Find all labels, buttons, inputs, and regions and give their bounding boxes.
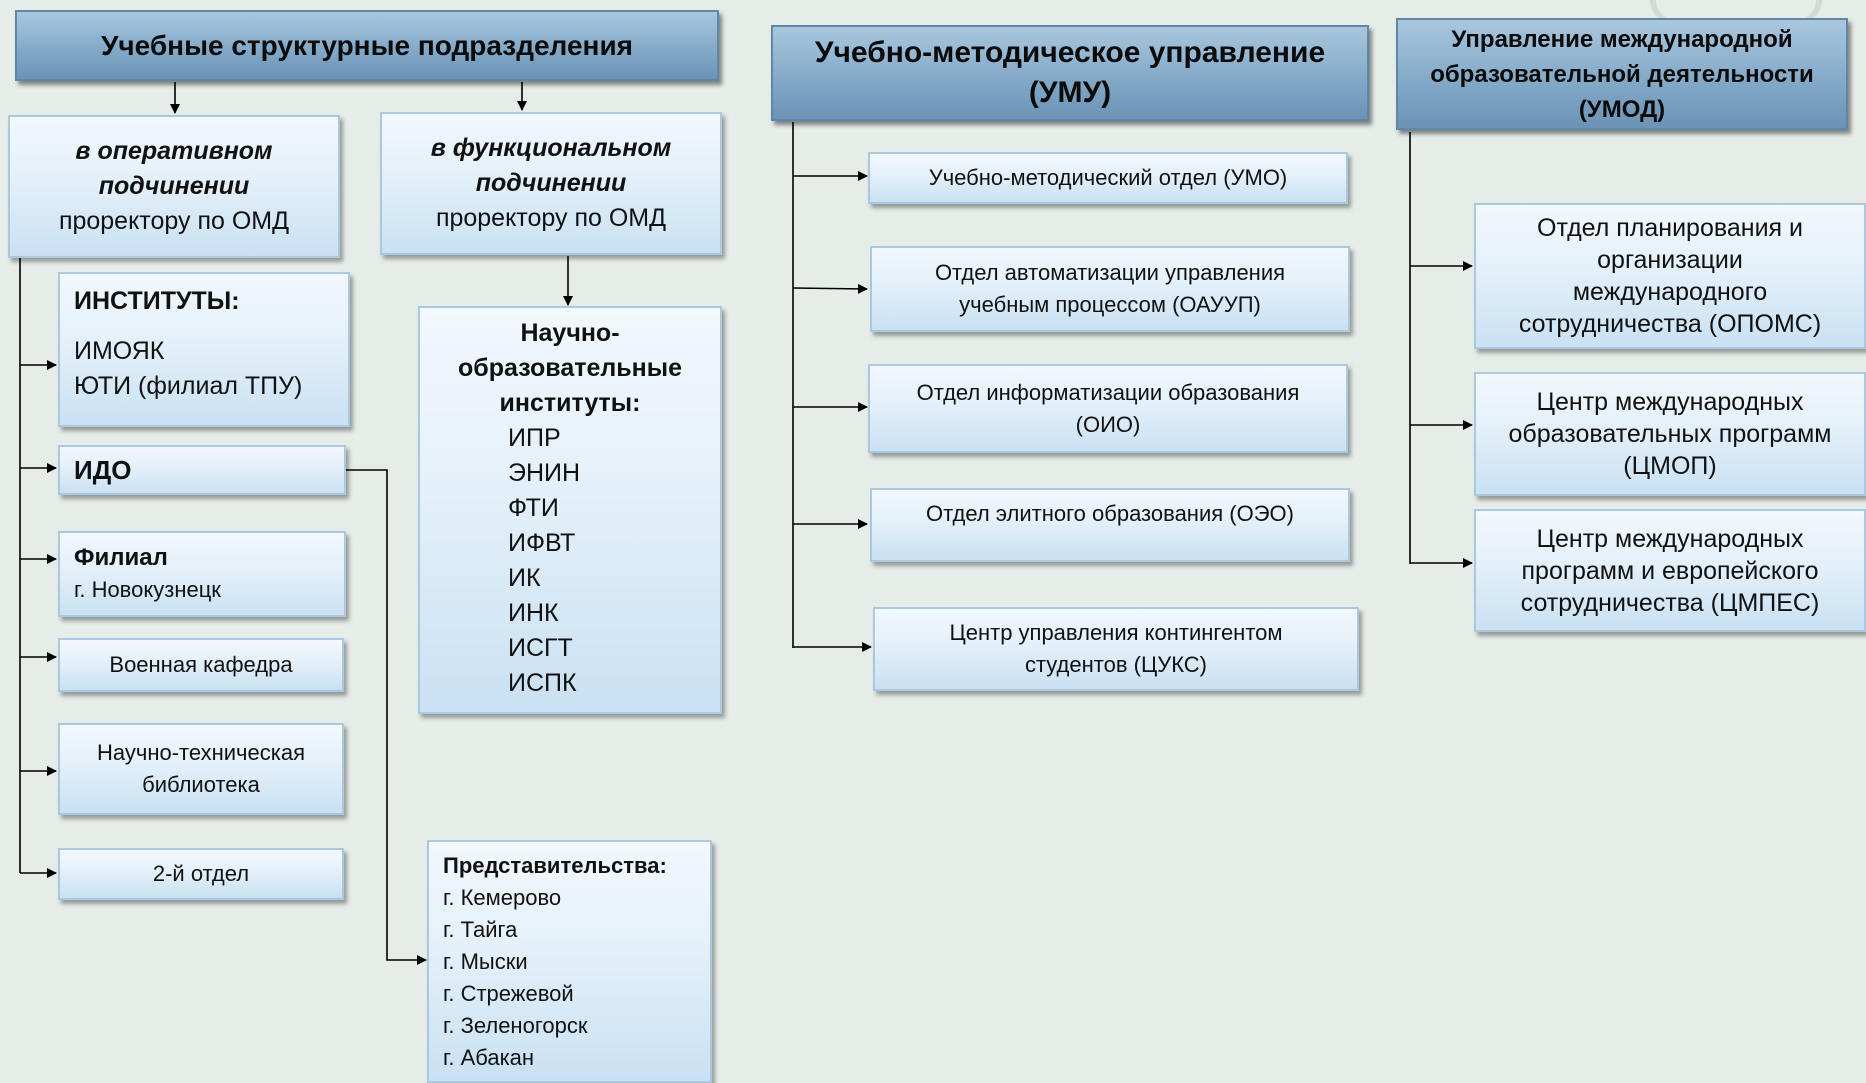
box-research-institutes: Научно- образовательные институты: ИПР Э… [418,306,722,714]
research-item: ЭНИН [508,459,581,487]
umu-title-line2: (УМУ) [1028,76,1112,109]
box-functional-subordination: в функциональном подчинении проректору п… [380,112,722,255]
box-umod-dept-tsmpes: Центр международных программ и европейск… [1474,509,1866,632]
umod-title-line2: образовательной деятельности [1430,60,1814,88]
box-umod-dept-tsmop: Центр международных образовательных прог… [1474,372,1866,496]
library-line1: Научно-техническая [96,740,306,765]
umod-dept-line: (ЦМОП) [1623,452,1717,480]
box-umod-dept-opoms: Отдел планирования и организации междуна… [1474,203,1866,349]
box-umu-dept-oeo: Отдел элитного образования (ОЭО) [870,488,1350,562]
branch-title: Филиал [74,544,168,571]
umod-dept-line: организации [1597,246,1743,274]
umu-dept-line1: Отдел информатизации образования [916,379,1300,405]
representations-item: г. Кемерово [443,885,562,910]
research-line3: институты: [499,389,641,417]
umu-dept-line1: Центр управления контингентом [949,620,1283,645]
header-umu: Учебно-методическое управление (УМУ) [771,25,1369,121]
research-item: ИК [508,564,541,592]
umod-dept-line: сотрудничества (ЦМПЕС) [1520,588,1820,617]
box-branch: Филиал г. Новокузнецк [58,531,346,617]
umod-dept-line: Центр международных [1536,524,1804,553]
header-educational-units-title: Учебные структурные подразделения [101,29,633,61]
institutes-item: ИМОЯК [74,337,165,365]
box-umu-dept-oauup: Отдел автоматизации управления учебным п… [870,246,1350,332]
functional-line3: проректору по ОМД [435,204,667,232]
military-label: Военная кафедра [109,652,293,677]
header-umod: Управление международной образовательной… [1396,18,1848,130]
box-military-department: Военная кафедра [58,638,344,692]
umod-dept-line: Отдел планирования и [1537,214,1803,242]
operational-line1: в оперативном [75,137,273,165]
research-line1: Научно- [520,319,620,347]
box-library: Научно-техническая библиотека [58,723,344,815]
umod-title-line3: (УМОД) [1578,95,1666,123]
operational-line3: проректору по ОМД [58,207,290,235]
box-umu-dept-oio: Отдел информатизации образования (ОИО) [868,364,1348,453]
umu-dept-line2: учебным процессом (ОАУУП) [959,292,1261,317]
representations-item: г. Тайга [443,917,518,942]
research-line2: образовательные [458,354,682,382]
representations-item: г. Мыски [443,949,528,974]
box-operational-subordination: в оперативном подчинении проректору по О… [8,115,340,258]
umu-dept-line1: Учебно-методический отдел (УМО) [928,165,1288,190]
umod-dept-line: сотрудничества (ОПОМС) [1518,310,1822,338]
research-item: ИПР [508,424,561,452]
second-dept-label: 2-й отдел [152,861,250,886]
umu-dept-line2: (ОИО) [1075,411,1141,437]
header-educational-units: Учебные структурные подразделения [15,10,719,81]
representations-item: г. Стрежевой [443,981,574,1006]
box-ido: ИДО [58,445,346,495]
functional-line1: в функциональном [430,134,672,162]
research-item: ИНК [508,599,559,627]
umod-dept-line: Центр международных [1536,388,1804,416]
research-item: ИСПК [508,669,577,697]
institutes-title: ИНСТИТУТЫ: [74,287,240,315]
representations-item: г. Абакан [443,1045,535,1070]
umu-dept-line1: Отдел элитного образования (ОЭО) [926,501,1294,526]
box-representations: Представительства: г. Кемерово г. Тайга … [427,840,712,1083]
branch-city: г. Новокузнецк [74,577,221,602]
operational-line2: подчинении [98,172,250,200]
representations-title: Представительства: [443,853,667,878]
research-item: ИФВТ [508,529,576,557]
umu-dept-line2: студентов (ЦУКС) [1024,652,1208,677]
box-institutes: ИНСТИТУТЫ: ИМОЯК ЮТИ (филиал ТПУ) [58,272,350,427]
ido-label: ИДО [74,454,132,485]
umu-title-line1: Учебно-методическое управление [814,36,1326,69]
box-second-department: 2-й отдел [58,848,344,900]
research-item: ИСГТ [508,634,573,662]
umod-title-line1: Управление международной [1451,25,1793,53]
box-umu-dept-umo: Учебно-методический отдел (УМО) [868,152,1348,204]
library-line2: библиотека [142,772,260,797]
representations-item: г. Зеленогорск [443,1013,588,1038]
institutes-item: ЮТИ (филиал ТПУ) [74,372,303,400]
umod-dept-line: программ и европейского [1521,556,1819,585]
umod-dept-line: образовательных программ [1508,420,1832,448]
research-item: ФТИ [508,494,559,522]
box-umu-dept-tsuks: Центр управления контингентом студентов … [873,607,1359,691]
umu-dept-line1: Отдел автоматизации управления [934,260,1286,285]
functional-line2: подчинении [475,169,627,197]
umod-dept-line: международного [1572,278,1768,306]
